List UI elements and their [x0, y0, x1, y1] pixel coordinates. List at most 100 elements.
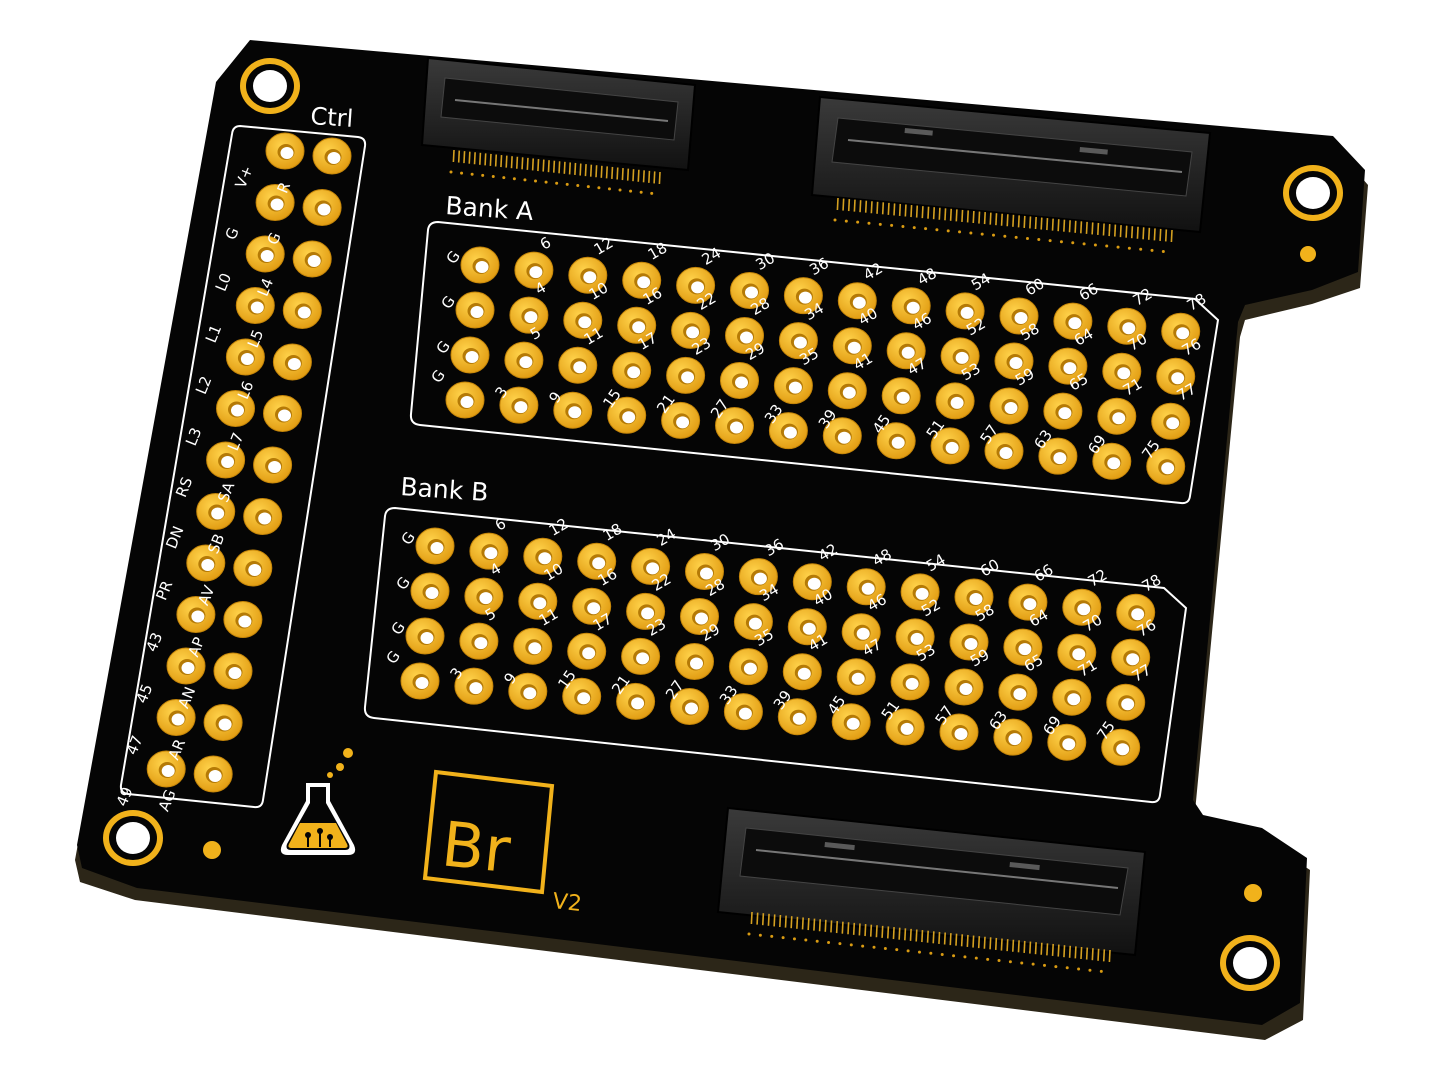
- bank-a-pad: [768, 412, 808, 450]
- mount-hole-top-left: [240, 58, 300, 114]
- bank-a-pad: [994, 342, 1034, 380]
- bank-b-pad: [723, 693, 763, 731]
- ctrl-pad: [263, 395, 302, 432]
- bank-b-pad: [631, 547, 671, 585]
- ctrl-pad: [213, 652, 253, 690]
- ctrl-pad: [203, 704, 243, 741]
- bank-a-pad: [1053, 302, 1093, 340]
- br-logo-text: Br: [438, 807, 514, 887]
- bank-a-pad: [720, 362, 759, 399]
- pin-label: L1: [202, 322, 225, 345]
- bank-b-pad: [1111, 638, 1151, 676]
- bank-a-pad: [617, 306, 657, 344]
- bank-a-pad: [1038, 437, 1078, 475]
- bank-a-pad: [773, 367, 813, 405]
- ctrl-pad: [233, 549, 273, 587]
- ctrl-pad: [193, 755, 233, 793]
- bank-b-pad: [616, 682, 656, 720]
- bank-a-pad: [1151, 402, 1191, 440]
- bank-a-pad: [666, 356, 706, 394]
- bank-a-pad: [886, 332, 926, 370]
- bank-a-pad: [999, 297, 1039, 335]
- bank-a-pad: [509, 296, 549, 334]
- mount-hole-bottom-left: [103, 810, 163, 866]
- mounting-holes: [103, 58, 1343, 991]
- bank-a-pad: [607, 396, 647, 434]
- bank-a-pad: [661, 401, 701, 439]
- bank-b-pad: [577, 542, 617, 580]
- bank-a-pad: [984, 432, 1024, 470]
- bank-b-pad: [415, 527, 455, 565]
- bank-b-pad: [949, 623, 989, 661]
- bank-b-pad: [954, 578, 994, 616]
- pin-label: L6: [234, 378, 257, 401]
- connector-top-right: [810, 95, 1212, 253]
- bank-b-pad: [738, 558, 778, 596]
- bank-b-pad: [572, 587, 612, 625]
- bank-a-pad: [676, 266, 716, 304]
- ctrl-pad: [245, 235, 285, 273]
- bank-b-pad: [680, 598, 719, 635]
- ctrl-pad: [312, 137, 352, 175]
- bank-b-outline: [363, 506, 1188, 804]
- pin-label: L2: [192, 373, 215, 396]
- bank-b-pad: [459, 622, 499, 660]
- bank-b-pad: [993, 718, 1033, 756]
- bank-a-pad: [725, 317, 764, 354]
- bank-b-pad: [728, 648, 768, 686]
- bank-a-pad: [1102, 352, 1142, 390]
- bank-a-pad: [881, 377, 921, 415]
- bank-b-pad: [464, 577, 504, 615]
- bank-a-pad: [827, 372, 867, 410]
- bank-a-pad: [1161, 312, 1201, 350]
- bank-a-pad: [563, 301, 603, 339]
- bank-b-pad: [1062, 588, 1102, 626]
- bank-b-pad: [400, 662, 440, 700]
- pin-label: 45: [133, 681, 157, 705]
- bank-b-pad: [626, 592, 666, 630]
- bank-b-pad: [998, 673, 1038, 711]
- ctrl-pad: [253, 446, 293, 484]
- bank-b-pad: [621, 637, 661, 675]
- bank-a-pad: [445, 381, 485, 419]
- bank-b-pad: [792, 563, 832, 601]
- bank-a-pad: [1146, 447, 1186, 485]
- bank-a-pad: [1043, 392, 1083, 430]
- bank-b-pad: [675, 643, 714, 680]
- ctrl-header: V+GL0L1L2L3RSDNPR43454749RGL4L5L6L7SASBA…: [113, 132, 352, 814]
- bank-b-pad: [733, 603, 773, 641]
- pin-label: L5: [244, 327, 267, 350]
- bank-a-pad: [504, 341, 544, 379]
- bank-a-pad: [989, 387, 1029, 425]
- ctrl-pad: [216, 390, 255, 427]
- ctrl-pad: [223, 601, 263, 638]
- bank-a-pad: [822, 417, 862, 455]
- mount-hole-bottom-right: [1220, 935, 1280, 991]
- pin-label: L0: [212, 270, 235, 293]
- bank-b-pad: [836, 658, 876, 696]
- bank-b-pad: [831, 703, 871, 741]
- ctrl-pad: [176, 596, 216, 633]
- bank-a-pad: [715, 407, 754, 444]
- bank-b-pad: [900, 573, 940, 611]
- bank-a-pad: [553, 391, 593, 429]
- bank-b-pad: [1003, 628, 1043, 666]
- mount-hole-top-right: [1283, 165, 1343, 221]
- bank-b-pad: [513, 627, 553, 665]
- bank-a-pad: [612, 351, 652, 389]
- bank-a-pad: [945, 292, 985, 330]
- pin-label: L4: [254, 275, 277, 298]
- bank-b-pad: [841, 613, 881, 651]
- bank-a-pad: [1048, 347, 1088, 385]
- bank-a-pad: [455, 291, 495, 329]
- ctrl-pad: [255, 184, 295, 221]
- pin-label: 47: [123, 733, 147, 757]
- bank-a-pad: [1097, 397, 1137, 435]
- ctrl-pad: [282, 292, 322, 329]
- bank-b-pad: [1047, 723, 1087, 761]
- bank-a-pad: [568, 256, 608, 294]
- bank-b-pad: [846, 568, 886, 606]
- bank-b-pad: [787, 608, 827, 646]
- ctrl-pad: [265, 132, 305, 170]
